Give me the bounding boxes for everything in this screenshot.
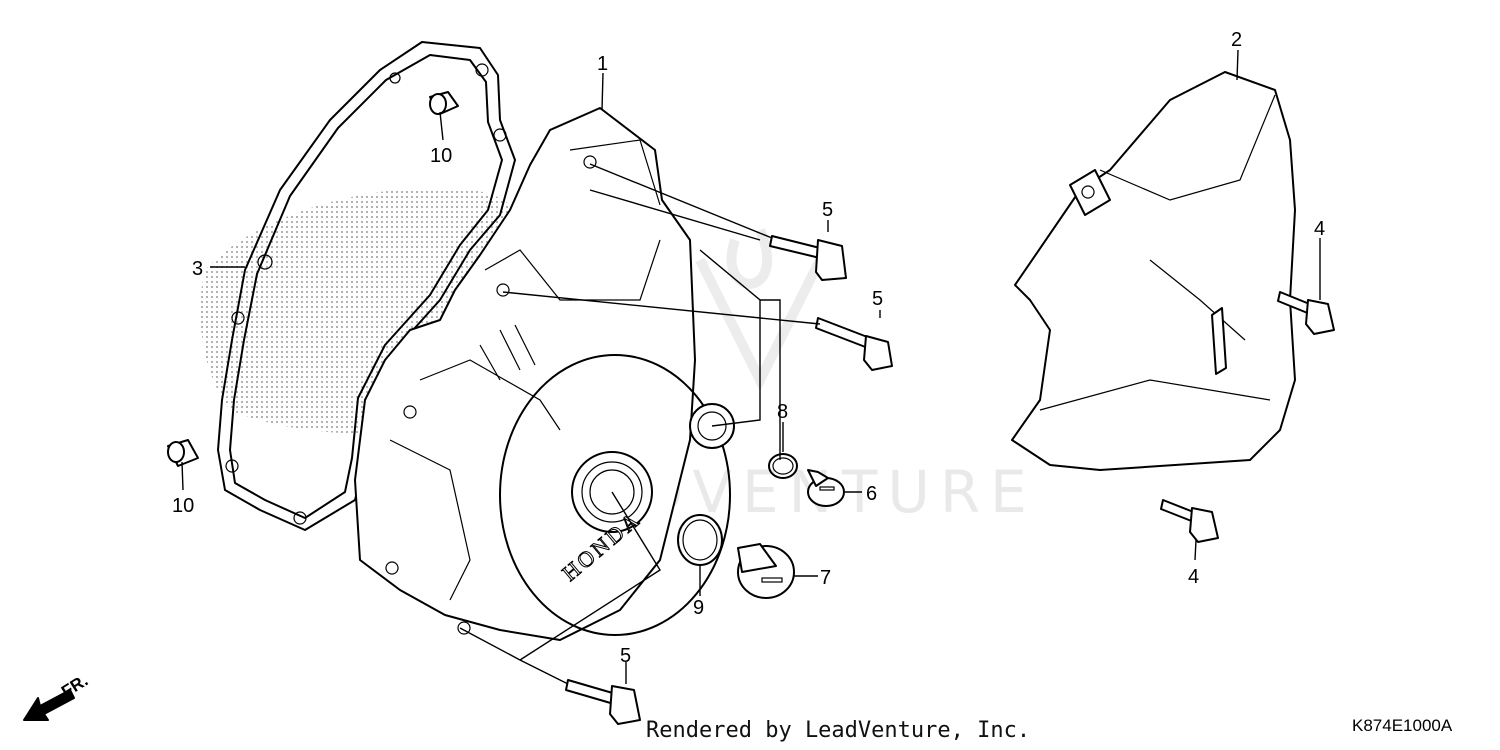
callout-4-upper: 4 — [1314, 218, 1325, 240]
leader-lines — [181, 49, 1321, 685]
footer-credit: Rendered by LeadVenture, Inc. — [646, 718, 1031, 743]
dowel-pin-upper — [429, 91, 459, 115]
gasket — [217, 41, 516, 531]
callout-10-lower: 10 — [172, 495, 194, 517]
left-crankcase-cover: HONDA — [354, 107, 735, 641]
callout-6: 6 — [866, 483, 877, 505]
o-ring-large — [677, 514, 723, 566]
callout-5-lower: 5 — [620, 645, 631, 667]
callout-9: 9 — [693, 597, 704, 619]
callout-8: 8 — [777, 401, 788, 423]
bolt-5-middle — [815, 317, 893, 371]
diagram-code: K874E1000A — [1352, 716, 1453, 735]
dowel-pin-lower — [167, 439, 199, 467]
sprocket-cover — [1011, 71, 1296, 471]
callout-3: 3 — [192, 258, 203, 280]
bolt-4-upper — [1277, 291, 1335, 335]
callout-1: 1 — [597, 53, 608, 75]
timing-hole-cap — [807, 469, 845, 507]
bolt-5-lower — [565, 679, 641, 725]
front-direction-arrow-icon: FR. — [23, 671, 91, 721]
crankshaft-hole-cap — [737, 543, 795, 599]
bolt-4-lower — [1160, 499, 1219, 543]
bolt-5-upper — [769, 235, 847, 281]
callout-5-middle: 5 — [872, 288, 883, 310]
callout-5-upper: 5 — [822, 199, 833, 221]
o-ring-small — [768, 453, 798, 479]
callout-10-upper: 10 — [430, 145, 452, 167]
callout-4-lower: 4 — [1188, 566, 1199, 588]
callout-2: 2 — [1231, 29, 1242, 51]
callout-7: 7 — [820, 567, 831, 589]
